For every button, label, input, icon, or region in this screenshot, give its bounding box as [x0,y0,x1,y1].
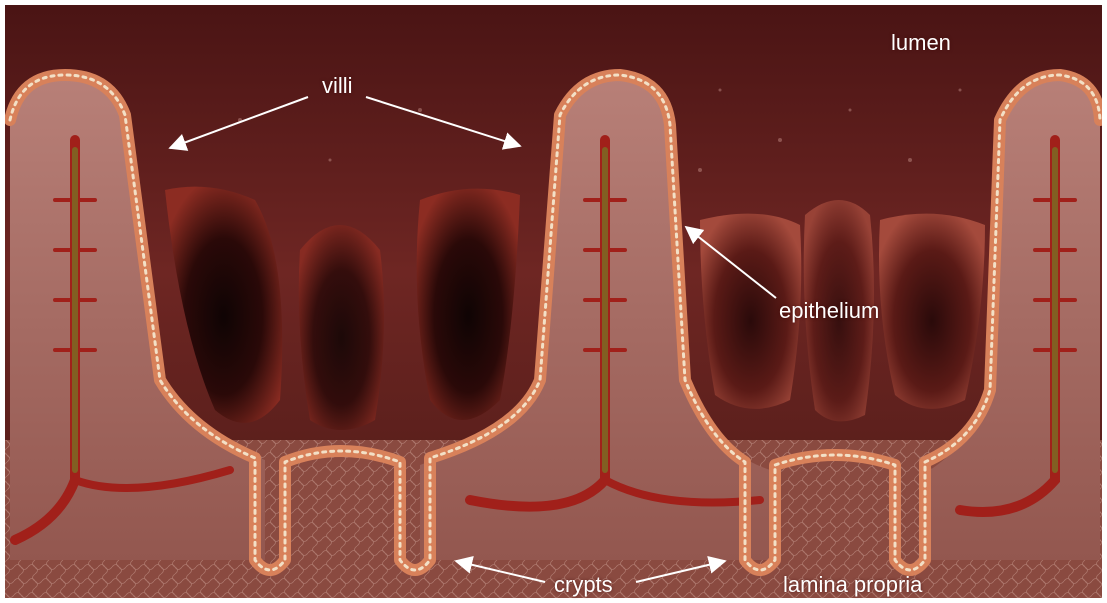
crypts-label: crypts [554,573,613,597]
villi-label: villi [322,74,353,98]
lumen-label: lumen [891,31,951,55]
lamina-propria-label: lamina propria [783,573,922,597]
epithelium-label: epithelium [779,299,879,323]
intestinal-villi-illustration [5,5,1102,598]
